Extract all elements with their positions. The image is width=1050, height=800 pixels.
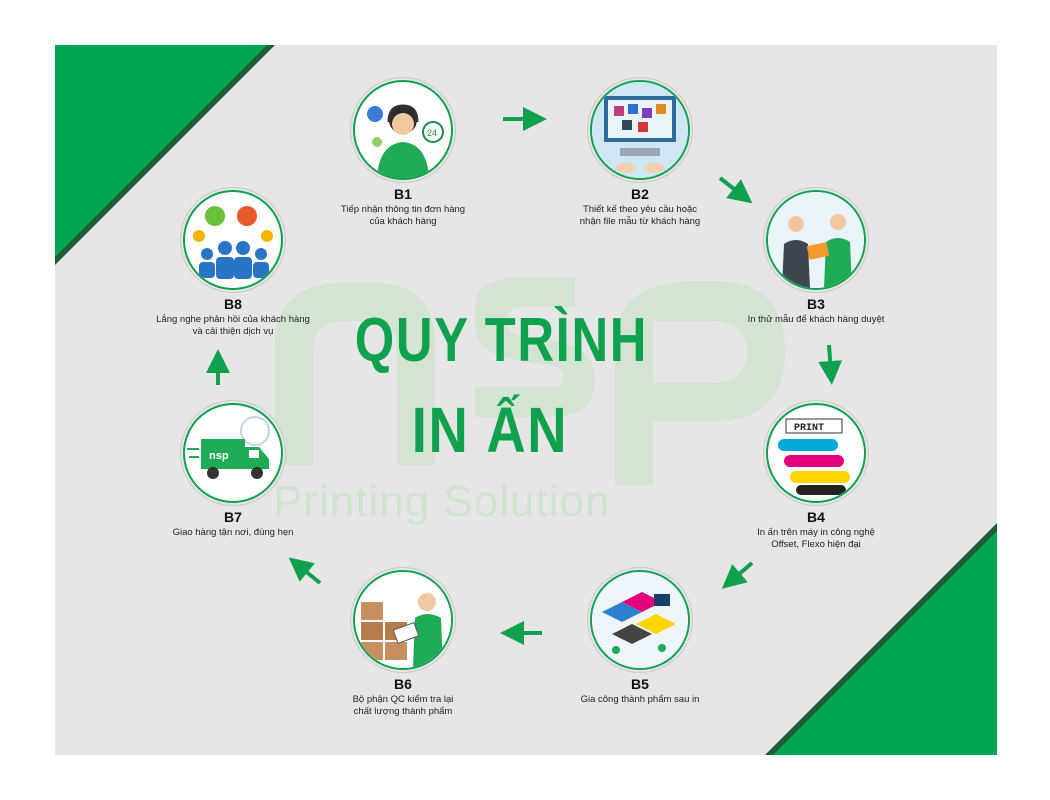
step-b8: B8 Lắng nghe phản hồi của khách hàng và … <box>113 190 353 338</box>
step-b1-desc: Tiếp nhận thông tin đơn hàng của khách h… <box>340 204 466 227</box>
step-b6-desc: Bộ phận QC kiểm tra lại chất lượng thành… <box>352 694 454 717</box>
diagram-title-line-2: IN ẤN <box>411 394 569 466</box>
design-computer-icon <box>590 80 690 180</box>
step-b7: nsp B7 Giao hàng tận nơi, đúng hẹn <box>113 403 353 539</box>
sample-handover-icon <box>766 190 866 290</box>
step-b2-id: B2 <box>631 186 649 202</box>
step-b5-id: B5 <box>631 676 649 692</box>
arrow-b2-b3 <box>718 176 753 204</box>
step-b5-desc: Gia công thành phẩm sau in <box>580 694 700 705</box>
headset-support-icon: 24 <box>353 80 453 180</box>
step-b3-desc: In thử mẫu để khách hàng duyệt <box>747 314 885 325</box>
diagram-title-line-1: QUY TRÌNH <box>354 306 649 375</box>
nsp-watermark-logo <box>275 277 785 485</box>
print-rollers-icon: PRINT <box>766 403 866 503</box>
step-b1-id: B1 <box>394 186 412 202</box>
flow-arrows <box>206 107 843 645</box>
step-b2: B2 Thiết kế theo yêu cầu hoặc nhận file … <box>520 80 760 228</box>
step-b5: B5 Gia công thành phẩm sau in <box>520 570 760 706</box>
svg-text:nsp: nsp <box>209 450 229 462</box>
step-b4-id: B4 <box>807 509 825 525</box>
step-b4-desc: In ấn trên máy in công nghệ Offset, Flex… <box>757 527 875 550</box>
finishing-factory-icon <box>590 570 690 670</box>
step-b3-id: B3 <box>807 296 825 312</box>
svg-text:PRINT: PRINT <box>794 423 824 434</box>
step-b3: B3 In thử mẫu để khách hàng duyệt <box>696 190 936 326</box>
step-b1: 24 B1 Tiếp nhận thông tin đơn hàng của k… <box>283 80 523 228</box>
customer-feedback-icon <box>183 190 283 290</box>
svg-text:24: 24 <box>427 128 437 138</box>
delivery-truck-icon: nsp <box>183 403 283 503</box>
diagram-panel: Printing Solution QUY TRÌNH IN ẤN <box>55 45 997 755</box>
step-b6-id: B6 <box>394 676 412 692</box>
arrow-b4-b5 <box>721 561 754 589</box>
step-b6: B6 Bộ phận QC kiểm tra lại chất lượng th… <box>283 570 523 718</box>
step-b8-id: B8 <box>224 296 242 312</box>
quality-check-icon <box>353 570 453 670</box>
corner-triangle-bottom-right <box>773 531 997 755</box>
step-b7-desc: Giao hàng tận nơi, đúng hẹn <box>172 527 294 538</box>
step-b7-id: B7 <box>224 509 242 525</box>
arrow-b6-b7 <box>288 557 322 585</box>
step-b8-desc: Lắng nghe phản hồi của khách hàng và cải… <box>156 314 310 337</box>
step-b2-desc: Thiết kế theo yêu cầu hoặc nhận file mẫu… <box>579 204 701 227</box>
watermark-tagline: Printing Solution <box>273 477 611 526</box>
arrow-b3-b4 <box>818 344 843 385</box>
step-b4: PRINT B4 In ấn trên máy in công nghệ Off… <box>696 403 936 551</box>
